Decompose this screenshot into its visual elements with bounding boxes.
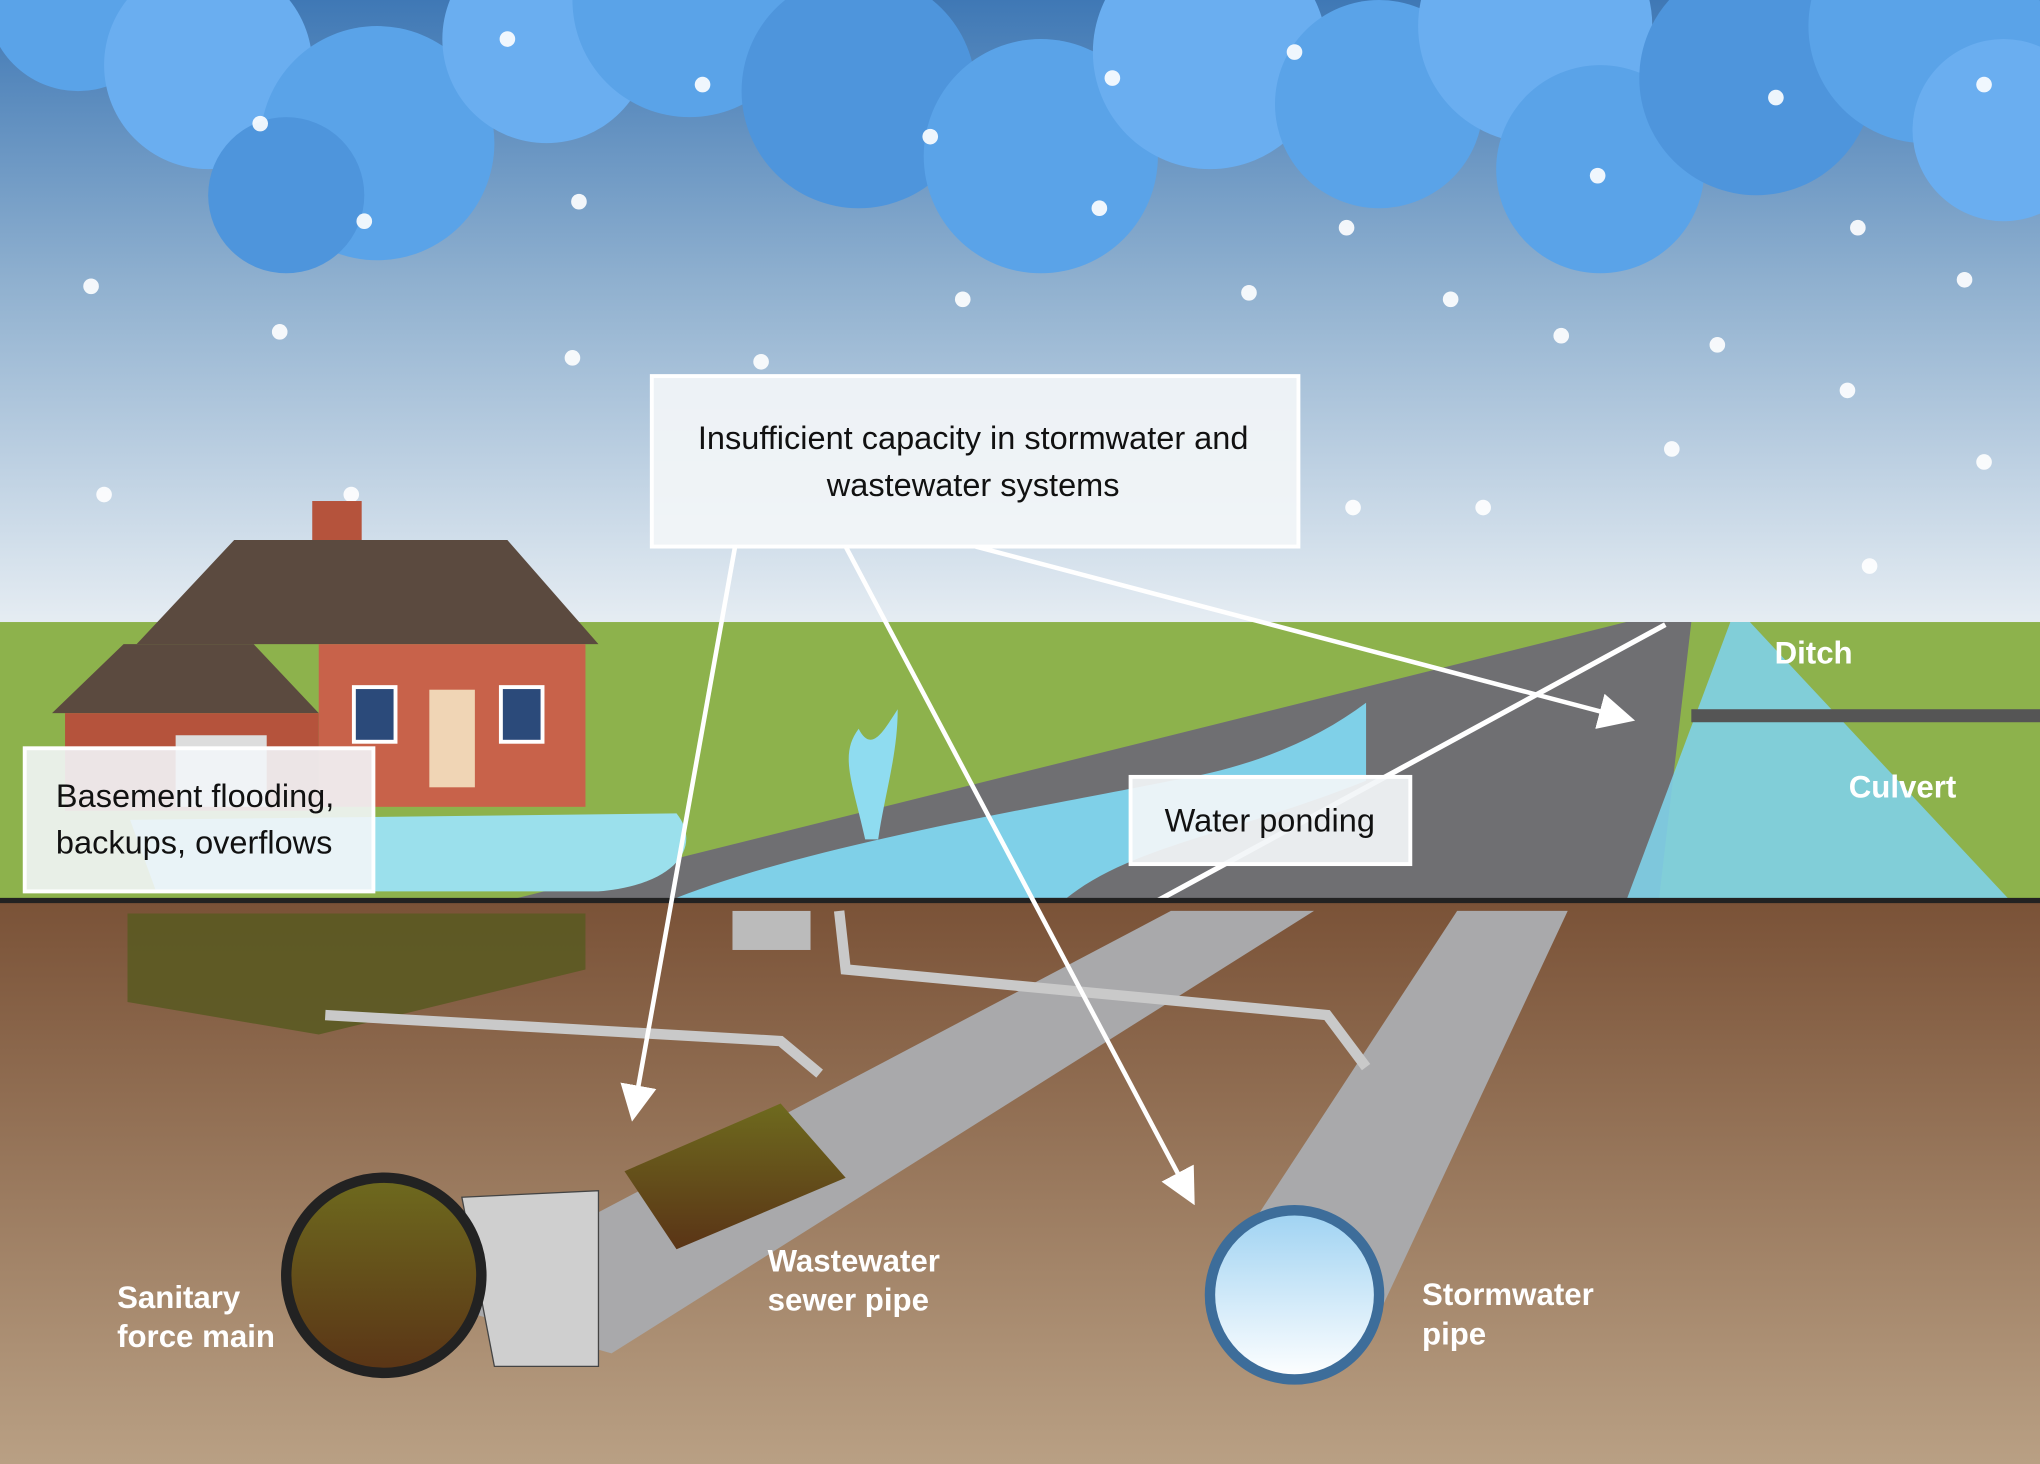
label-sanitary-1: Sanitary (117, 1280, 241, 1315)
label-stormwater-1: Stormwater (1422, 1277, 1594, 1312)
callout-capacity: Insufficient capacity in stormwater and … (649, 374, 1301, 549)
label-wastewater-1: Wastewater (768, 1243, 940, 1278)
callout-capacity-line1: Insufficient capacity in stormwater and (698, 420, 1249, 456)
culvert (1691, 709, 2040, 723)
ditch-water (1626, 622, 2011, 901)
label-culvert: Culvert (1849, 770, 1957, 805)
water-fountain-icon (848, 709, 898, 840)
callout-basement-line1: Basement flooding, (56, 778, 334, 814)
label-wastewater-2: sewer pipe (768, 1282, 929, 1317)
stormwater-pipe-end (1204, 1205, 1385, 1385)
callout-ponding: Water ponding (1128, 774, 1413, 867)
callout-ponding-text: Water ponding (1165, 803, 1375, 839)
label-sanitary-2: force main (117, 1319, 275, 1354)
callout-capacity-line2: wastewater systems (826, 467, 1120, 503)
arrows (620, 544, 1636, 1206)
clouds (0, 0, 2040, 274)
underground-pipes (127, 910, 1568, 1385)
callout-basement: Basement flooding, backups, overflows (22, 746, 376, 894)
sanitary-pipe-end (281, 1172, 487, 1379)
raindrops (83, 31, 1992, 574)
ponding-water (676, 702, 1367, 898)
callout-basement-line2: backups, overflows (56, 825, 332, 861)
label-stormwater-2: pipe (1422, 1316, 1486, 1351)
label-ditch: Ditch (1775, 636, 1853, 671)
